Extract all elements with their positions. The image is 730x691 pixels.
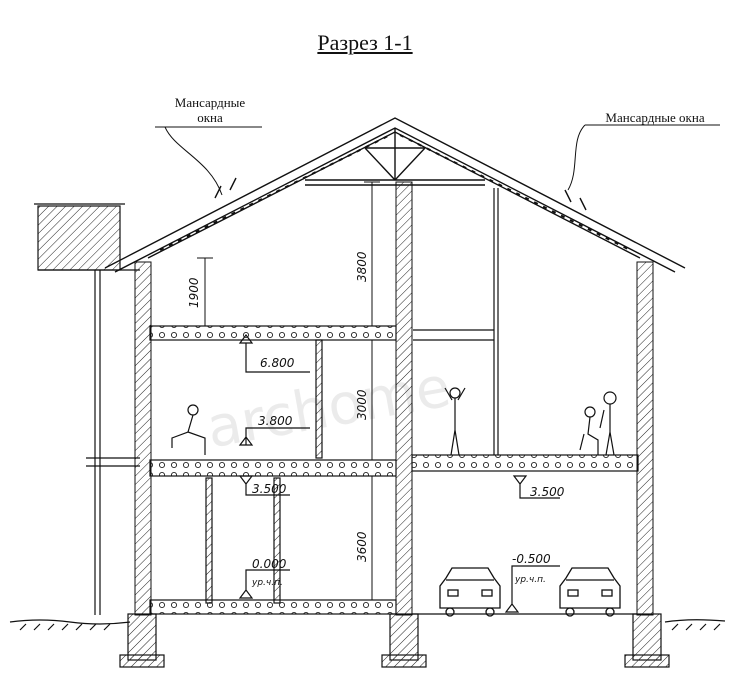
dimension-attic-height: 3800	[355, 251, 369, 282]
elevation-garage-ceiling: 3.500	[530, 485, 565, 499]
elevation-ground-floor: 0.000	[252, 557, 287, 571]
drawing-title: Разрез 1-1	[317, 30, 413, 55]
attic-windows-label-right: Мансардные окна	[605, 110, 705, 125]
foundations	[119, 613, 670, 668]
elevation-markers	[238, 334, 560, 613]
central-wall	[395, 181, 413, 616]
elevation-garage-floor-note: ур.ч.п.	[514, 575, 546, 585]
left-wall	[134, 261, 152, 616]
dimension-lines	[197, 181, 380, 601]
right-wall	[636, 261, 654, 616]
floor-slabs	[149, 325, 639, 615]
elevation-ground-floor-note: ур.ч.п.	[251, 578, 283, 588]
cars	[439, 567, 621, 617]
annex-roof	[34, 203, 140, 615]
elevation-second-floor: 3.800	[258, 414, 293, 428]
elevation-first-ceiling: 3.500	[252, 482, 287, 496]
main-roof	[104, 117, 686, 273]
ground-line	[9, 619, 726, 631]
leader-lines	[155, 124, 720, 196]
elevation-garage-floor: -0.500	[512, 552, 551, 566]
elevation-attic-floor: 6.800	[260, 356, 295, 370]
dimension-knee-wall: 1900	[187, 277, 201, 308]
dimension-first-storey: 3600	[355, 531, 369, 562]
attic-windows-label-left: Мансардные окна	[174, 95, 246, 125]
person-figures	[171, 387, 617, 456]
dimension-second-storey: 3000	[355, 389, 369, 420]
